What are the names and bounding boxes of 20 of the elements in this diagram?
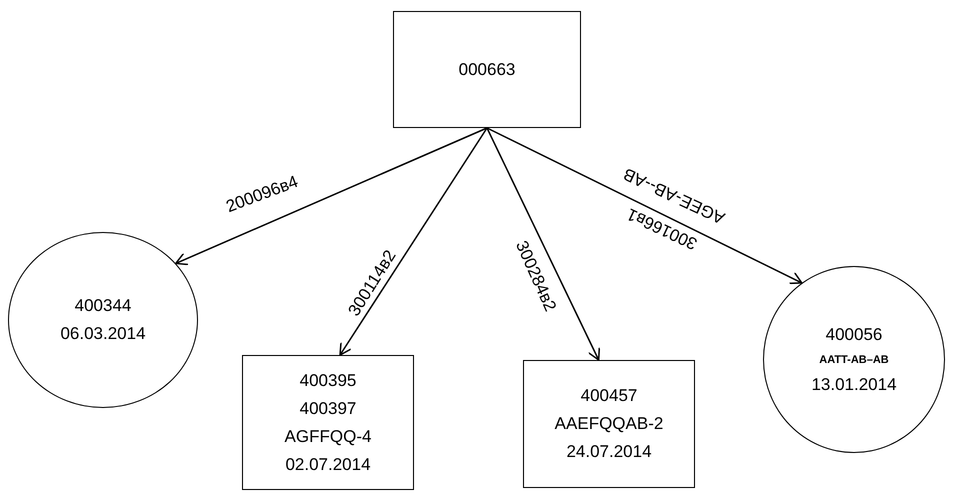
node-text: 24.07.2014 [566, 441, 652, 463]
node-text: 400056 [826, 324, 882, 346]
box-node [523, 360, 695, 488]
node-text: 000663 [458, 58, 516, 80]
node-text: 400395 [300, 370, 356, 392]
node-text: AATT-AB–AB [819, 352, 889, 368]
arrow [339, 128, 488, 356]
node-text: 400344 [74, 295, 132, 317]
node-text: 02.07.2014 [285, 454, 371, 476]
box-node [393, 11, 581, 128]
box-node [242, 355, 414, 490]
node-text: 13.01.2014 [811, 374, 897, 396]
node-text: 400397 [300, 398, 356, 420]
node-text: 06.03.2014 [60, 323, 146, 345]
node-text: AGFFQQ-4 [284, 426, 372, 448]
node-text: 400457 [580, 385, 638, 407]
arrow [175, 127, 488, 266]
arrow [486, 128, 600, 361]
arrow [486, 127, 803, 284]
node-text: AAEFQQAB-2 [554, 413, 664, 435]
